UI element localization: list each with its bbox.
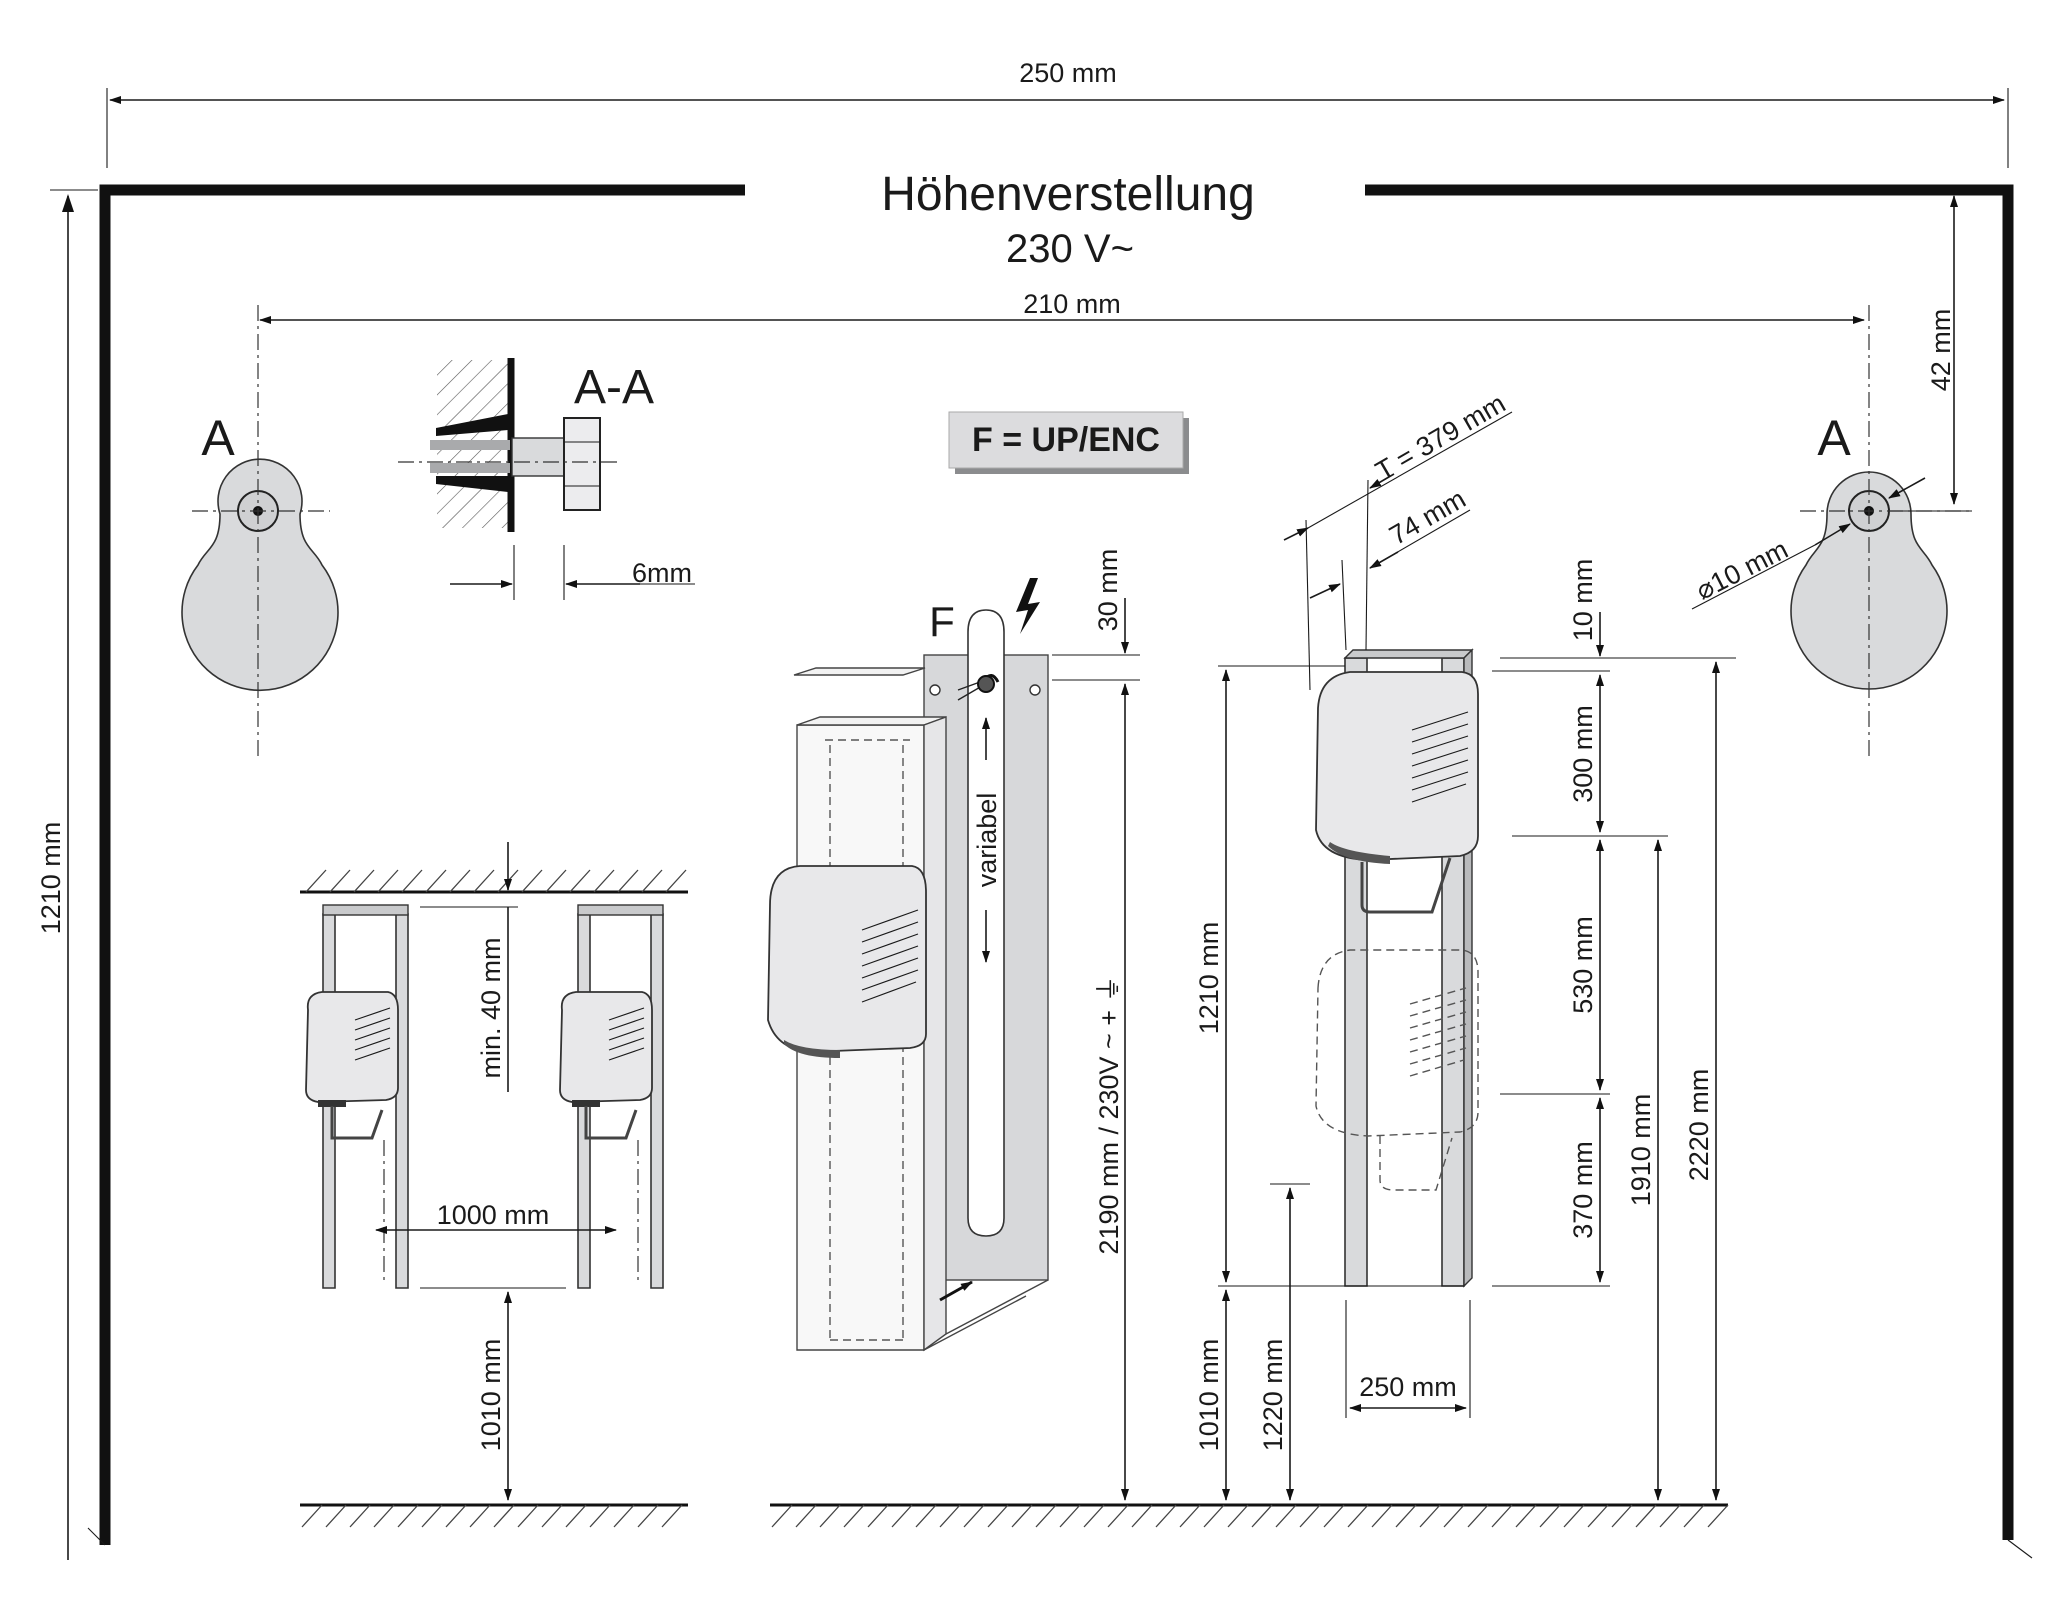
svg-text:1210 mm: 1210 mm bbox=[1194, 922, 1224, 1035]
svg-text:A-A: A-A bbox=[574, 361, 654, 414]
column-left-1 bbox=[305, 904, 409, 1289]
svg-text:A: A bbox=[201, 410, 235, 466]
svg-text:1010 mm: 1010 mm bbox=[476, 1339, 506, 1452]
left-elevation: min. 40 mm 1000 mm 1010 mm bbox=[300, 842, 688, 1528]
svg-text:T = 379 mm: T = 379 mm bbox=[1371, 388, 1511, 486]
code-box: F = UP/ENC bbox=[948, 411, 1189, 474]
svg-text:250 mm: 250 mm bbox=[1359, 1372, 1457, 1402]
keyhole-detail-right: A 42 mm ⌀10 mm bbox=[1691, 195, 1972, 760]
svg-text:1000 mm: 1000 mm bbox=[437, 1200, 550, 1230]
svg-text:⌀10 mm: ⌀10 mm bbox=[1691, 534, 1793, 606]
svg-text:F: F bbox=[929, 598, 955, 645]
svg-text:42 mm: 42 mm bbox=[1926, 309, 1956, 392]
dim-top-width: 250 mm bbox=[106, 58, 2009, 168]
svg-text:300 mm: 300 mm bbox=[1568, 705, 1598, 803]
svg-text:1010 mm: 1010 mm bbox=[1194, 1339, 1224, 1452]
svg-text:6mm: 6mm bbox=[632, 558, 692, 588]
svg-text:F = UP/ENC: F = UP/ENC bbox=[972, 421, 1160, 459]
svg-text:2190 mm / 230V ~ + ⏚: 2190 mm / 230V ~ + ⏚ bbox=[1094, 975, 1124, 1254]
svg-text:1210 mm: 1210 mm bbox=[36, 822, 66, 935]
svg-text:10 mm: 10 mm bbox=[1568, 559, 1598, 642]
right-elevation: T = 379 mm 74 mm 10 mm 300 mm 530 mm 370… bbox=[1194, 388, 1736, 1501]
outer-frame bbox=[87, 184, 2033, 1559]
voltage-label: 230 V~ bbox=[1006, 227, 1134, 271]
svg-text:250 mm: 250 mm bbox=[1019, 58, 1117, 88]
title: Höhenverstellung bbox=[881, 168, 1255, 221]
keyhole-detail-left: A bbox=[181, 305, 339, 760]
section-a-a: A-A 6mm bbox=[398, 358, 695, 600]
dim-left-height: 1210 mm bbox=[36, 189, 98, 1560]
dim-inner-width: 210 mm bbox=[259, 289, 1865, 324]
svg-text:variabel: variabel bbox=[972, 793, 1002, 888]
svg-text:min. 40 mm: min. 40 mm bbox=[476, 937, 506, 1078]
svg-text:30 mm: 30 mm bbox=[1093, 549, 1123, 632]
svg-text:370 mm: 370 mm bbox=[1568, 1141, 1598, 1239]
svg-text:1220 mm: 1220 mm bbox=[1258, 1339, 1288, 1452]
svg-text:210 mm: 210 mm bbox=[1023, 289, 1121, 319]
column-left-2 bbox=[559, 904, 664, 1289]
middle-column-iso: F variabel 30 mm 2190 mm / 230V bbox=[767, 549, 1729, 1528]
svg-text:530 mm: 530 mm bbox=[1568, 916, 1598, 1014]
svg-text:2220 mm: 2220 mm bbox=[1684, 1069, 1714, 1182]
svg-text:A: A bbox=[1817, 410, 1851, 466]
svg-text:1910 mm: 1910 mm bbox=[1626, 1094, 1656, 1207]
